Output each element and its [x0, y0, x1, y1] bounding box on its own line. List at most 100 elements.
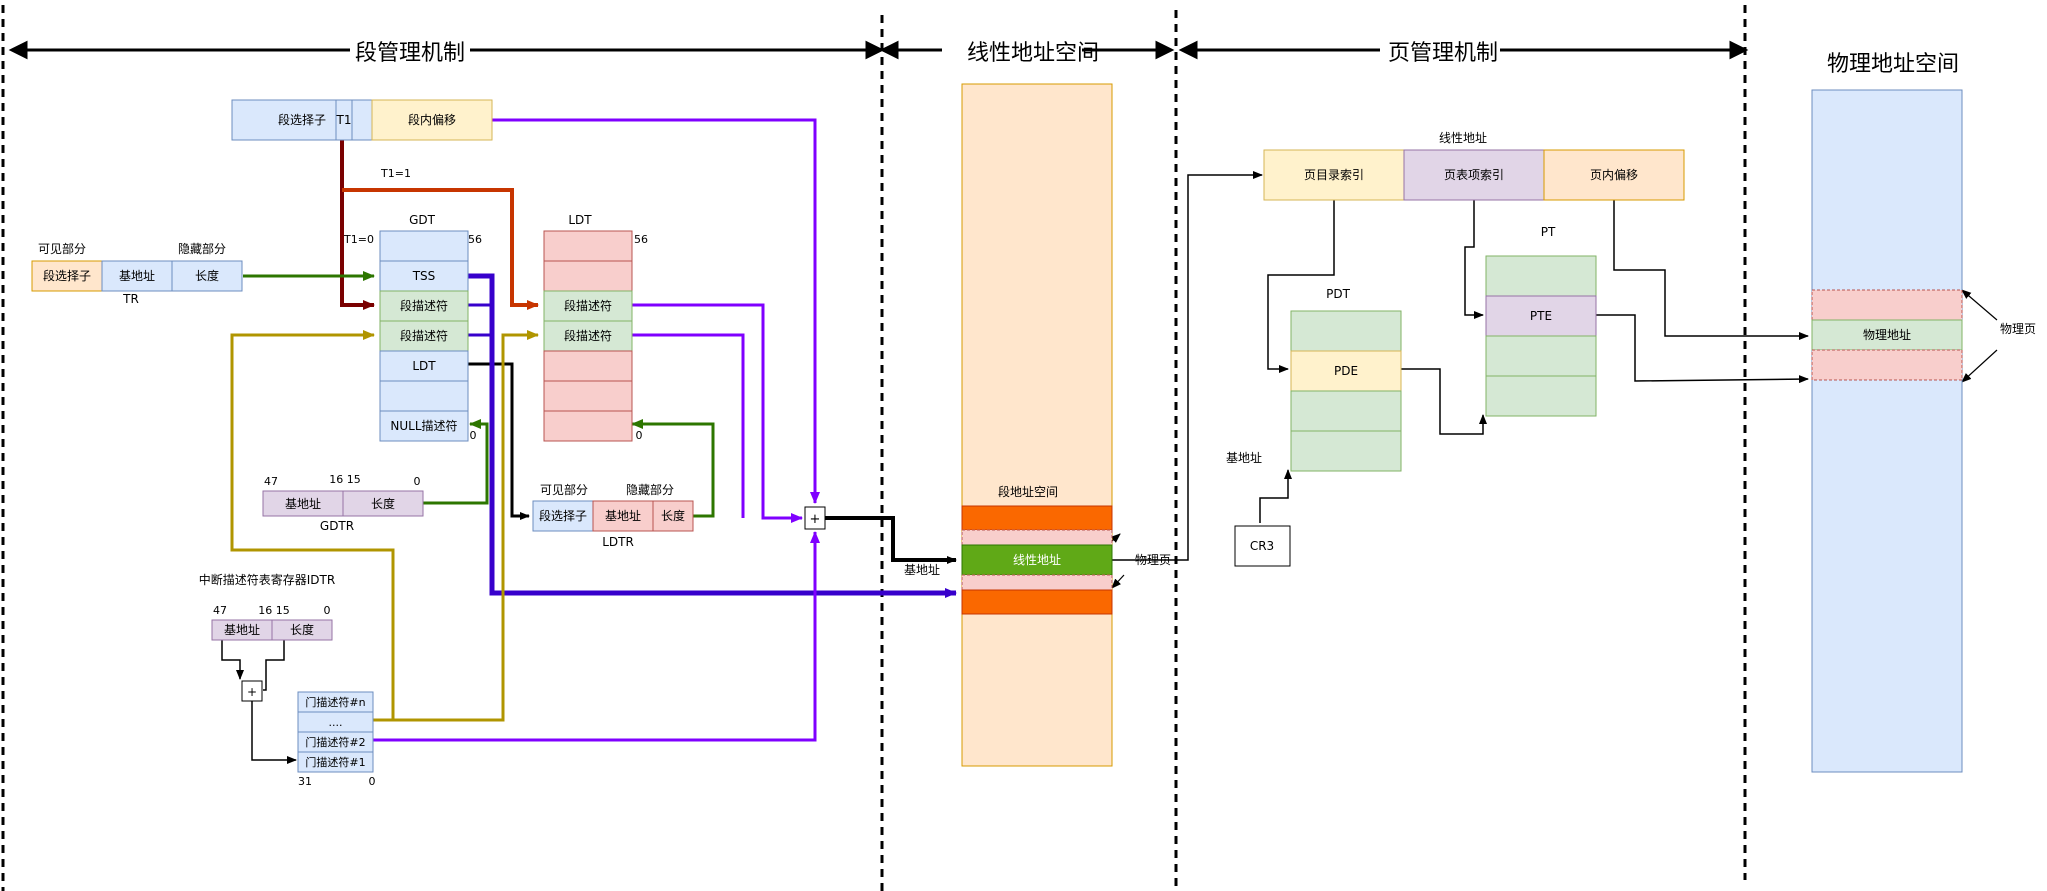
ldtr-name-label: LDTR	[602, 535, 634, 549]
base-address-label: 基地址	[904, 563, 940, 577]
gdt-row	[379, 230, 469, 262]
gdt-row-label: TSS	[412, 269, 436, 283]
idt-31-label: 31	[298, 775, 312, 788]
ldtr-visible-label: 可见部分	[540, 482, 588, 497]
idtr-title: 中断描述符表寄存器IDTR	[199, 572, 335, 587]
idtr-register: 中断描述符表寄存器IDTR 47 16 15 0 基地址 长度	[199, 572, 335, 641]
section-title-page: 页管理机制	[1388, 41, 1498, 66]
linear-to-page-arrow	[1112, 171, 1263, 561]
idt-row	[297, 751, 374, 773]
idtr-adder: +	[241, 680, 263, 702]
ldt-desc-to-adder-arrow	[632, 303, 803, 523]
t1-to-gdt-arrow	[340, 140, 375, 310]
idtr-47-label: 47	[213, 604, 227, 617]
gdt-ldt-to-ldtr-arrow	[468, 362, 530, 520]
t1-to-ldt-arrow	[342, 188, 539, 310]
gdtr-0-label: 0	[414, 475, 421, 488]
ldt-row	[543, 290, 633, 322]
logical-address: 段选择子 T1 段内偏移	[231, 99, 493, 141]
gdt-row	[379, 380, 469, 412]
ldt-row-label: 段描述符	[564, 298, 612, 313]
gdt-row-label: 段描述符	[400, 328, 448, 343]
gdt-row-label: 段描述符	[400, 298, 448, 313]
idt-row-label: 门描述符#2	[305, 735, 365, 749]
tss-to-linear-arrow	[468, 273, 957, 598]
gate-to-gdt-arrow	[230, 330, 395, 722]
idtr-adder-symbol: +	[247, 685, 257, 699]
ldtr-base-label: 基地址	[605, 509, 641, 523]
logical-offset-label: 段内偏移	[408, 112, 456, 127]
ldt-title: LDT	[568, 213, 592, 227]
gdt-title: GDT	[409, 213, 436, 227]
ldtr-limit-label: 长度	[661, 508, 685, 523]
gdt-row-label: LDT	[412, 359, 436, 373]
cr3-register: CR3	[1234, 525, 1291, 567]
adder-to-linear-arrow	[825, 516, 957, 564]
logical-ti-label: T1	[336, 113, 352, 127]
gdt-row	[379, 260, 469, 292]
idt-row-label: ....	[329, 716, 343, 729]
pt-table: PT PTE	[1485, 225, 1597, 417]
pdt-base-label: 基地址	[1226, 451, 1262, 465]
gdt-56-label: 56	[468, 233, 482, 246]
idtr-limit-label: 长度	[290, 622, 314, 637]
gate-offset-to-adder-arrow	[373, 531, 820, 742]
tr-base-label: 基地址	[119, 269, 155, 283]
tr-hidden-label: 隐藏部分	[178, 241, 226, 256]
ldt-row	[543, 320, 633, 352]
idt-row-label: 门描述符#1	[305, 755, 365, 769]
gdtr-to-gdt-arrow	[423, 419, 489, 505]
cr3-label: CR3	[1250, 539, 1274, 553]
page-linear-title: 线性地址	[1439, 131, 1487, 145]
gdt-row	[379, 410, 469, 442]
gdtr-base-label: 基地址	[285, 497, 321, 511]
gdt-row	[379, 350, 469, 382]
physical-address-label: 物理地址	[1863, 328, 1911, 342]
ldt-row	[543, 410, 633, 442]
physical-page-label-linear: 物理页	[1135, 553, 1171, 567]
gdt-row	[379, 290, 469, 322]
idt-row-label: 门描述符#n	[305, 695, 365, 709]
gdtr-limit-label: 长度	[371, 496, 395, 511]
ldt-row-label: 段描述符	[564, 328, 612, 343]
section-title-segment: 段管理机制	[355, 41, 465, 66]
page-table-index-label: 页表项索引	[1444, 168, 1504, 182]
tr-register: 可见部分 隐藏部分 段选择子 基地址 长度 TR	[31, 241, 243, 306]
ldt-row	[543, 350, 633, 382]
segment-adder: +	[804, 506, 826, 530]
tr-limit-label: 长度	[195, 268, 219, 283]
ldt-0-label: 0	[636, 429, 643, 442]
segment-space-label: 段地址空间	[998, 484, 1058, 499]
linear-address-label: 线性地址	[1013, 553, 1061, 567]
t1-eq-0-label: T1=0	[343, 233, 374, 246]
section-title-physical: 物理地址空间	[1827, 52, 1959, 77]
idt-0-label: 0	[369, 775, 376, 788]
gate-to-ldt-arrow	[373, 330, 539, 722]
gdtr-name-label: GDTR	[320, 519, 354, 533]
ldtr-selector-label: 段选择子	[539, 508, 587, 523]
idtr-base-label: 基地址	[224, 623, 260, 637]
pt-title: PT	[1541, 225, 1556, 239]
tr-name-label: TR	[122, 292, 139, 306]
ldtr-hidden-label: 隐藏部分	[626, 482, 674, 497]
linear-address-space: 段地址空间 线性地址 基地址 物理页	[904, 83, 1171, 767]
ldtr-to-ldt-arrow	[631, 419, 715, 518]
gdtr-47-label: 47	[264, 475, 278, 488]
pte-label: PTE	[1530, 309, 1552, 323]
page-dir-index-label: 页目录索引	[1304, 168, 1364, 182]
gdtr-register: 47 16 15 0 基地址 长度 GDTR	[262, 473, 424, 533]
section-title-linear: 线性地址空间	[967, 41, 1099, 66]
gdtr-1615-label: 16 15	[329, 473, 361, 486]
tr-selector-label: 段选择子	[43, 268, 91, 283]
ldt-row	[543, 380, 633, 412]
pde-label: PDE	[1334, 364, 1358, 378]
idt-table: 门描述符#n.... 门描述符#2 门描述符#1 31 0	[297, 691, 376, 788]
ldt-row	[543, 260, 633, 292]
offset-to-adder-arrow	[492, 118, 820, 504]
tr-visible-label: 可见部分	[38, 241, 86, 256]
idtr-1615-label: 16 15	[258, 604, 290, 617]
logical-selector-label: 段选择子	[278, 112, 326, 127]
